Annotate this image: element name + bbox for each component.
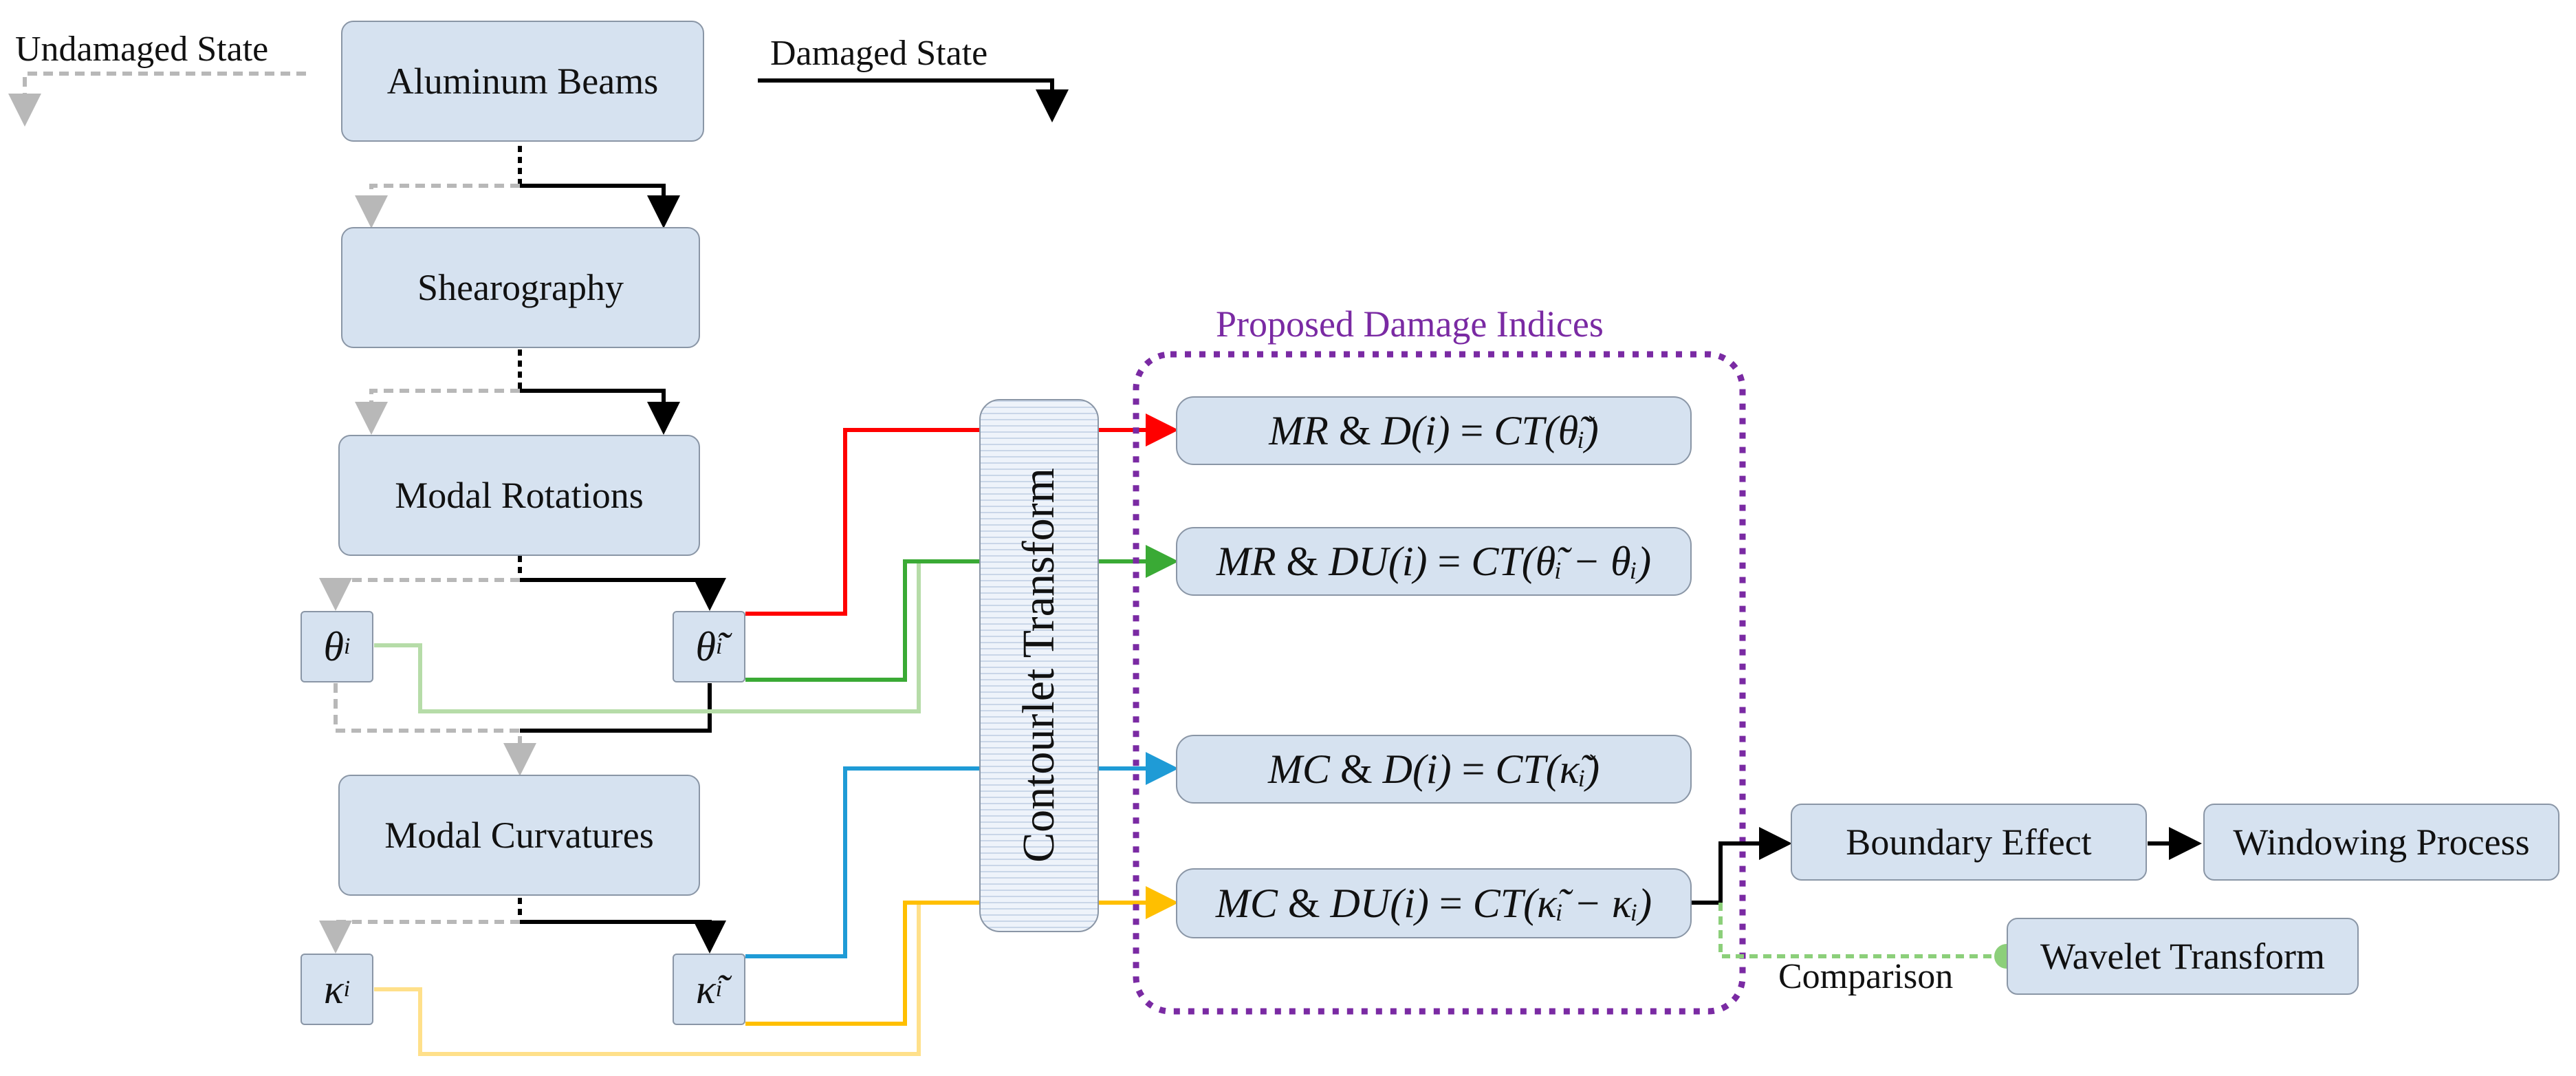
theta-tilde-symbol: θ̃ (695, 623, 717, 669)
black-arrow-shearography-rotations (520, 389, 680, 435)
gray-arrow-rotations-theta (319, 578, 520, 611)
boundary-effect-box: Boundary Effect (1791, 804, 2147, 881)
theta-subscript: i (344, 634, 351, 659)
index-4-lhs: DU(i) (1330, 880, 1429, 926)
kappa-subscript: i (343, 976, 351, 1002)
red-path-index-1 (745, 413, 1179, 616)
contourlet-transform-box (979, 399, 1099, 932)
index-2-box: MR & DU(i) = CT(θ̃ᵢ − θᵢ) (1176, 527, 1692, 596)
theta-symbol: θ (323, 623, 345, 669)
kappa-tilde-symbol: κ̃ (695, 966, 716, 1012)
wavelet-transform-box: Wavelet Transform (2007, 918, 2359, 995)
windowing-process-box: Windowing Process (2203, 804, 2559, 881)
lightgreen-path-theta (374, 561, 921, 713)
theta-tilde-subscript: i (716, 634, 723, 659)
modal-rotations-box: Modal Rotations (338, 435, 700, 556)
kappa-tilde-subscript: i (715, 976, 723, 1002)
kappa-symbol: κ (323, 966, 344, 1012)
index-1-box: MR & D(i) = CT(θ̃ᵢ) (1176, 396, 1692, 465)
index-2-rhs: CT(θ̃ᵢ − θᵢ) (1471, 538, 1652, 584)
index-2-prefix: MR (1216, 538, 1276, 584)
index-1-prefix: MR (1269, 407, 1329, 453)
index-3-prefix: MC (1267, 746, 1330, 792)
index-3-rhs: CT(κ̃ᵢ) (1495, 746, 1600, 792)
index-4-rhs: CT(κ̃ᵢ − κᵢ) (1472, 880, 1652, 926)
gray-arrow-curvatures-kappa (319, 920, 520, 954)
index-1-lhs: D(i) (1381, 407, 1450, 453)
lightgold-path-kappa (374, 903, 921, 1056)
gray-arrow-shearography-rotations (355, 389, 520, 435)
aluminum-beams-box: Aluminum Beams (341, 21, 704, 142)
modal-curvatures-box: Modal Curvatures (338, 775, 700, 896)
blue-path-index-3 (745, 752, 1179, 958)
shearography-box: Shearography (341, 227, 700, 348)
legend-damaged-arrow (758, 78, 1069, 122)
theta-tilde-box: θ̃i (673, 611, 745, 682)
black-arrow-curvatures-kappa-tilde (520, 920, 726, 954)
index-4-box: MC & DU(i) = CT(κ̃ᵢ − κᵢ) (1176, 868, 1692, 938)
index-1-rhs: CT(θ̃ᵢ) (1494, 407, 1599, 453)
legend-undamaged-label: Undamaged State (15, 30, 269, 69)
kappa-tilde-box: κ̃i (673, 954, 745, 1025)
legend-undamaged-arrow (8, 72, 306, 127)
black-arrow-rotations-theta-tilde (520, 578, 726, 611)
index-3-box: MC & D(i) = CT(κ̃ᵢ) (1176, 735, 1692, 804)
gold-path-index-4 (745, 886, 1179, 1026)
index-3-lhs: D(i) (1382, 746, 1452, 792)
proposed-damage-indices-title: Proposed Damage Indices (1216, 303, 1604, 345)
index-2-lhs: DU(i) (1329, 538, 1428, 584)
contourlet-transform-label: Contourlet Transform (1014, 468, 1064, 863)
proposed-indices-frame (1133, 351, 1746, 1015)
legend-damaged-label: Damaged State (770, 34, 988, 73)
comparison-label: Comparison (1778, 957, 1954, 996)
black-arrow-beams-shearography (520, 184, 680, 228)
green-path-index-2 (745, 545, 1179, 682)
index-4-prefix: MC (1215, 880, 1278, 926)
comparison-dashed-link (1718, 903, 2019, 969)
gray-arrow-theta-curvatures (334, 683, 536, 776)
gray-arrow-beams-shearography (355, 184, 520, 228)
black-arrow-index4-boundary (1692, 827, 1792, 905)
black-arrow-theta-tilde-curvatures (520, 683, 712, 733)
